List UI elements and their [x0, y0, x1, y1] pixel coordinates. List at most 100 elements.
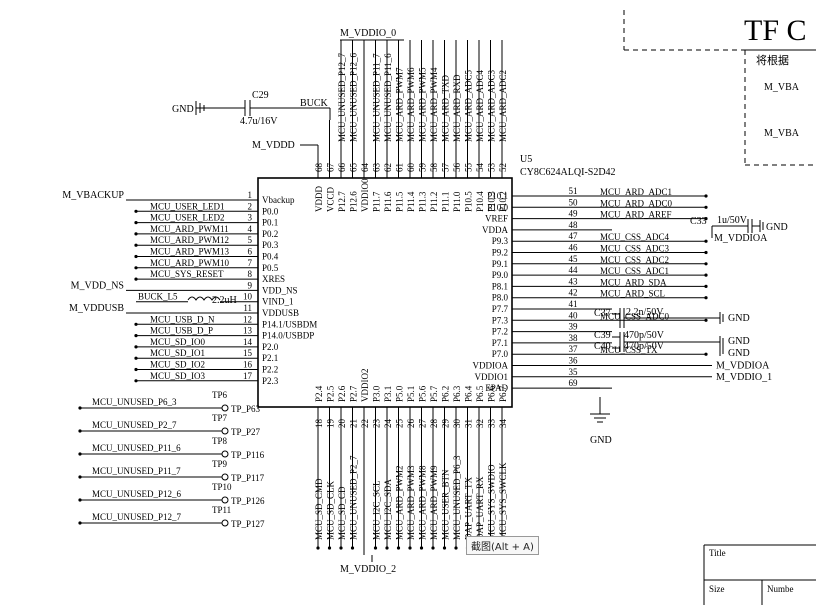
- bottom-pin-number: 30: [452, 419, 462, 429]
- left-pin-name: P2.3: [262, 376, 279, 386]
- top-pin-number: 67: [326, 163, 336, 173]
- right-pin-net: MCU_CSS_ADC3: [600, 244, 670, 254]
- screenshot-tooltip: 截图(Alt + A): [466, 536, 539, 555]
- right-pin-name: P8.0: [492, 293, 509, 303]
- top-pin-net: MCU_ARD_ADC2: [498, 70, 508, 142]
- right-pin-net: MCU_ARD_SDA: [600, 277, 667, 287]
- c39-value: 470p/50V: [624, 330, 665, 341]
- testpoint-pad: [221, 496, 229, 504]
- net-port: [134, 232, 138, 236]
- top-pin-name: P11.1: [441, 192, 451, 212]
- left-pin-number: 5: [248, 235, 253, 245]
- right-pin-number: 37: [569, 344, 579, 354]
- right-pin-name: P9.2: [492, 248, 508, 258]
- net-port: [704, 296, 708, 300]
- net-port: [704, 284, 708, 288]
- bottom-pin-number: 22: [360, 419, 370, 428]
- left-pin-name: XRES: [262, 274, 285, 284]
- bottom-pin-name: P2.6: [337, 385, 347, 402]
- top-pin-number: 64: [360, 163, 370, 173]
- c37-gnd: GND: [728, 313, 750, 324]
- top-pin-net: MCU_UNUSED_P12_7: [337, 52, 347, 142]
- c29-value: 4.7u/16V: [240, 116, 278, 127]
- c29-gnd: GND: [172, 104, 194, 115]
- c33-ref: C33: [690, 216, 707, 227]
- top-pin-name: P12.6: [349, 191, 359, 212]
- top-pin-number: 68: [314, 163, 324, 173]
- net-port: [316, 546, 320, 550]
- c37-value: 2.2n/50V: [626, 307, 664, 318]
- net-port: [704, 318, 708, 322]
- c33-gnd: GND: [766, 222, 788, 233]
- testpoints: MCU_UNUSED_P6_3TP6TP_P63MCU_UNUSED_P2_7T…: [78, 390, 265, 529]
- bottom-pin-name: P3.1: [383, 386, 393, 402]
- net-port: [385, 546, 389, 550]
- left-pin-number: 10: [243, 292, 253, 302]
- bottom-pin-name: P6.5: [475, 385, 485, 402]
- net-port: [134, 334, 138, 338]
- testpoint-net: MCU_UNUSED_P12_6: [92, 489, 182, 499]
- left-pin-net: MCU_SYS_RESET: [150, 269, 224, 279]
- c39-c40-capacitors: [612, 332, 724, 356]
- top-pin-name: VDDIO0: [360, 178, 370, 212]
- right-pin-name: P7.1: [492, 338, 508, 348]
- right-power-net: M_VDDIOA: [716, 361, 770, 372]
- right-pin-number: 51: [569, 186, 578, 196]
- net-port: [704, 194, 708, 198]
- net-port: [373, 546, 378, 550]
- top-pin-number: 52: [498, 163, 508, 172]
- top-pin-name: P10.3: [487, 191, 497, 212]
- net-port: [327, 546, 332, 550]
- bottom-pin-number: 34: [498, 419, 508, 429]
- net-port: [454, 546, 458, 550]
- left-pin-number: 1: [248, 190, 253, 200]
- c39-gnd: GND: [728, 336, 750, 347]
- c29-ref: C29: [252, 90, 269, 101]
- net-port: [134, 379, 138, 383]
- bottom-pin-net: MCU_UNUSED_P2_7: [349, 455, 359, 540]
- title-block: [703, 544, 816, 605]
- right-pin-number: 40: [569, 310, 579, 320]
- left-pin-name: P14.0/USBDP: [262, 331, 314, 341]
- left-pin-net: MCU_USB_D_N: [150, 314, 215, 324]
- left-pin-net: MCU_SD_IO0: [150, 337, 206, 347]
- left-pin-name: VDD_NS: [262, 285, 298, 295]
- left-pin-net: MCU_SD_IO1: [150, 348, 205, 358]
- net-port: [134, 266, 138, 270]
- top-pin-name: P12.7: [337, 191, 347, 212]
- left-pin-net: MCU_ARD_PWM12: [150, 235, 229, 245]
- left-pin-net: MCU_USB_D_P: [150, 326, 213, 336]
- net-m-vddd: M_VDDD: [252, 140, 295, 151]
- bottom-pin-number: 29: [441, 419, 451, 429]
- bottom-pin-net: MCU_SD_CMD: [314, 478, 324, 540]
- bottom-pin-net: MCU_SYS_SWDIO: [487, 464, 497, 540]
- bottom-pin-net: MCU_I2C_SCL: [372, 480, 382, 540]
- testpoint-pad: [221, 450, 229, 458]
- right-pin-number: 39: [569, 322, 579, 332]
- top-pin-name: P11.2: [429, 192, 439, 212]
- top-pins: 68VDDD67VCCD66P12.7MCU_UNUSED_P12_765P12…: [314, 40, 508, 212]
- bottom-pin-number: 32: [475, 419, 485, 428]
- top-pin-number: 57: [441, 163, 451, 173]
- left-pin-name: P0.1: [262, 218, 278, 228]
- bottom-pin-number: 33: [487, 419, 497, 429]
- c40-gnd: GND: [728, 348, 750, 359]
- testpoint-net: MCU_UNUSED_P12_7: [92, 512, 182, 522]
- title-block-number: Numbe: [767, 584, 794, 594]
- right-pin-name: P7.2: [492, 327, 508, 337]
- bottom-pin-name: VDDIO2: [360, 369, 370, 403]
- bottom-pin-number: 27: [418, 419, 428, 429]
- top-pin-number: 54: [475, 163, 485, 173]
- left-power-net: M_VDD_NS: [71, 280, 124, 291]
- right-pin-number: 44: [569, 265, 579, 275]
- top-pin-number: 66: [337, 163, 347, 173]
- bottom-pin-number: 25: [395, 419, 405, 429]
- bottom-pin-name: P5.1: [406, 386, 416, 402]
- testpoint-label: TP_P117: [231, 473, 265, 483]
- bottom-pin-name: P6.2: [441, 386, 451, 402]
- bottom-pin-net: MCU_SD_CD: [337, 486, 347, 540]
- top-pin-net: MCU_UNUSED_P12_6: [349, 52, 359, 142]
- left-pin-number: 15: [243, 348, 253, 358]
- bottom-pin-name: P2.4: [314, 385, 324, 402]
- bottom-pin-number: 31: [464, 419, 474, 428]
